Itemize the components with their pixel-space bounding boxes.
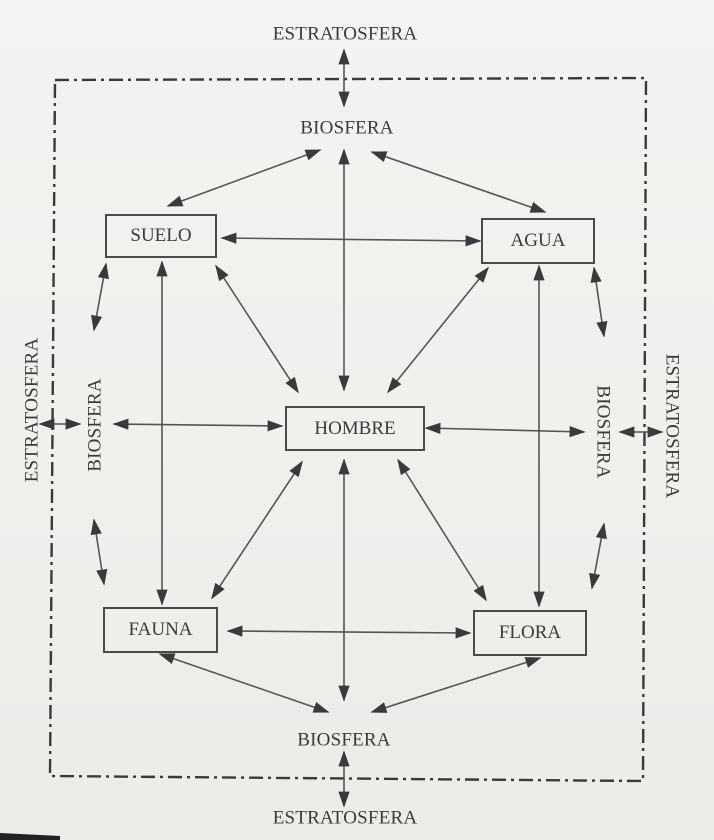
- arrow-agua-biosfera-right: [590, 266, 608, 338]
- label-biosfera-bottom: BIOSFERA: [297, 729, 391, 751]
- node-flora-label: FLORA: [498, 622, 562, 643]
- arrow-hombre-biosfera-right: [424, 422, 586, 438]
- node-hombre: HOMBRE: [285, 406, 425, 451]
- arrow-agua-biosfera-top: [370, 151, 547, 213]
- arrow-flora-biosfera-bottom: [370, 657, 542, 713]
- arrow-fauna-flora: [226, 625, 472, 639]
- arrow-flora-biosfera-right: [589, 522, 607, 590]
- arrow-fauna-hombre: [211, 460, 303, 600]
- arrow-hombre-biosfera-left: [112, 418, 284, 432]
- label-estratosfera-bottom: ESTRATOSFERA: [272, 807, 418, 829]
- node-agua-label: AGUA: [510, 230, 566, 251]
- arrow-fauna-biosfera-left: [90, 518, 108, 586]
- arrow-suelo-hombre: [215, 264, 299, 394]
- page-edge-shadow: [0, 833, 60, 840]
- node-agua: AGUA: [481, 218, 595, 264]
- node-hombre-label: HOMBRE: [314, 417, 396, 439]
- label-biosfera-right: BIOSFERA: [592, 385, 614, 479]
- boundary-frame: [48, 76, 648, 783]
- arrow-suelo-agua: [220, 232, 482, 247]
- label-biosfera-left: BIOSFERA: [84, 378, 106, 472]
- label-estratosfera-left: ESTRATOSFERA: [21, 337, 43, 483]
- node-flora: FLORA: [473, 610, 587, 656]
- label-estratosfera-right: ESTRATOSFERA: [661, 353, 683, 499]
- node-fauna: FAUNA: [103, 607, 218, 653]
- arrow-flora-hombre: [397, 458, 487, 602]
- arrow-suelo-biosfera-left: [91, 262, 109, 332]
- arrow-suelo-biosfera-top: [166, 149, 322, 207]
- node-suelo-label: SUELO: [130, 225, 192, 246]
- node-suelo: SUELO: [105, 214, 217, 258]
- node-fauna-label: FAUNA: [128, 619, 193, 640]
- arrow-fauna-biosfera-bottom: [158, 653, 330, 713]
- label-estratosfera-top: ESTRATOSFERA: [272, 23, 418, 45]
- arrow-agua-hombre: [386, 266, 490, 394]
- label-biosfera-top: BIOSFERA: [300, 117, 394, 139]
